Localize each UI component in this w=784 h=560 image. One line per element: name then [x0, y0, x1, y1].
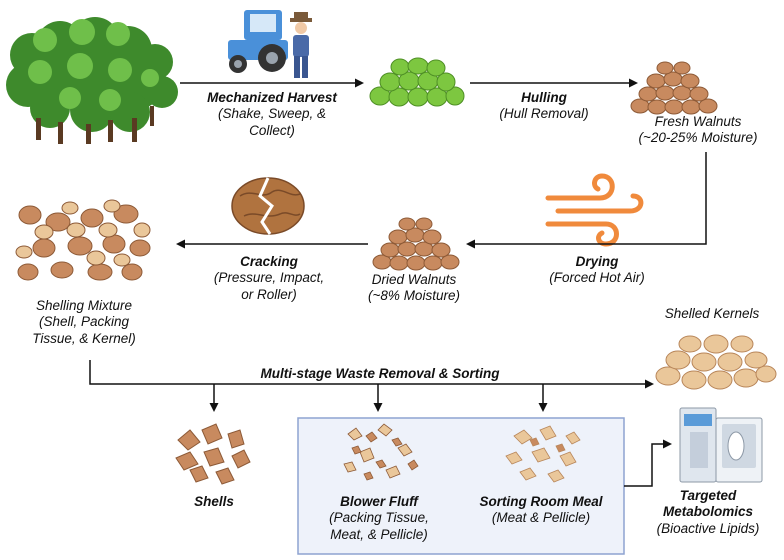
- harvest-detail-2: Collect): [249, 122, 295, 138]
- shelling-title: Shelling Mixture: [35, 298, 133, 313]
- fluff-title: Blower Fluff: [340, 494, 418, 509]
- harvest-detail-1: (Shake, Sweep, &: [217, 106, 327, 122]
- cracking-title: Cracking: [240, 254, 298, 269]
- fresh-detail: (~20-25% Moisture): [638, 130, 758, 146]
- green-hulled-walnuts-icon: [369, 57, 465, 107]
- fresh-walnut-pile-icon: [630, 61, 718, 115]
- cracked-walnut-icon: [231, 177, 305, 235]
- dried-detail: (~8% Moisture): [368, 288, 460, 304]
- label-fluff: Blower Fluff (Packing Tissue, Meat, & Pe…: [304, 494, 454, 543]
- metabolomics-title: Targeted: [679, 488, 737, 503]
- arrow-box-to-metabolomics: [624, 439, 672, 487]
- label-harvest: Mechanized Harvest (Shake, Sweep, & Coll…: [182, 90, 362, 139]
- label-dried: Dried Walnuts (~8% Moisture): [344, 272, 484, 305]
- hulling-title: Hulling: [521, 90, 567, 105]
- fresh-title: Fresh Walnuts: [654, 114, 742, 129]
- cracking-detail-1: (Pressure, Impact,: [213, 270, 325, 286]
- fluff-detail-1: (Packing Tissue,: [329, 510, 429, 526]
- shelling-detail-2: Tissue, & Kernel): [32, 330, 136, 346]
- flow-arrows: [89, 78, 707, 487]
- label-metabolomics: Targeted Metabolomics (Bioactive Lipids): [634, 488, 782, 537]
- arrow-fresh-to-dried: [466, 152, 707, 249]
- sorting-meal-icon: [505, 425, 581, 483]
- farmer-icon: [290, 12, 312, 78]
- fluff-detail-2: Meat, & Pellicle): [330, 526, 428, 542]
- drying-detail: (Forced Hot Air): [549, 270, 645, 286]
- tree-orchard-icon: [6, 17, 178, 144]
- dried-title: Dried Walnuts: [371, 272, 457, 287]
- shelling-detail-1: (Shell, Packing: [38, 314, 130, 330]
- harvest-title: Mechanized Harvest: [207, 90, 337, 105]
- hulling-detail: (Hull Removal): [499, 106, 589, 122]
- label-sorting: Multi-stage Waste Removal & Sorting: [200, 366, 560, 382]
- shelling-mixture-icon: [15, 199, 151, 281]
- label-cracking: Cracking (Pressure, Impact, or Roller): [194, 254, 344, 303]
- label-meal: Sorting Room Meal (Meat & Pellicle): [458, 494, 624, 527]
- mass-spectrometer-icon: [679, 407, 763, 483]
- cracking-detail-2: or Roller): [241, 286, 297, 302]
- hot-air-icon: [545, 173, 644, 247]
- meal-detail: (Meat & Pellicle): [491, 510, 591, 526]
- label-shelling: Shelling Mixture (Shell, Packing Tissue,…: [2, 298, 166, 347]
- label-fresh: Fresh Walnuts (~20-25% Moisture): [614, 114, 782, 147]
- tractor-icon: [228, 10, 288, 73]
- label-drying: Drying (Forced Hot Air): [522, 254, 672, 287]
- drying-title: Drying: [575, 254, 619, 269]
- blower-fluff-icon: [343, 423, 419, 481]
- sorting-title: Multi-stage Waste Removal & Sorting: [260, 366, 500, 381]
- label-kernels: Shelled Kernels: [644, 306, 780, 322]
- label-hulling: Hulling (Hull Removal): [474, 90, 614, 123]
- shells-icon: [175, 423, 251, 485]
- meal-title: Sorting Room Meal: [479, 494, 603, 509]
- metabolomics-title-2: Metabolomics: [662, 504, 754, 520]
- arrow-shelling-to-kernels: [89, 360, 654, 389]
- kernels-title: Shelled Kernels: [664, 306, 760, 321]
- metabolomics-detail: (Bioactive Lipids): [656, 520, 760, 536]
- label-shells: Shells: [164, 494, 264, 510]
- shelled-kernels-icon: [655, 334, 777, 390]
- dried-walnut-pile-icon: [372, 217, 460, 271]
- shells-title: Shells: [194, 494, 234, 509]
